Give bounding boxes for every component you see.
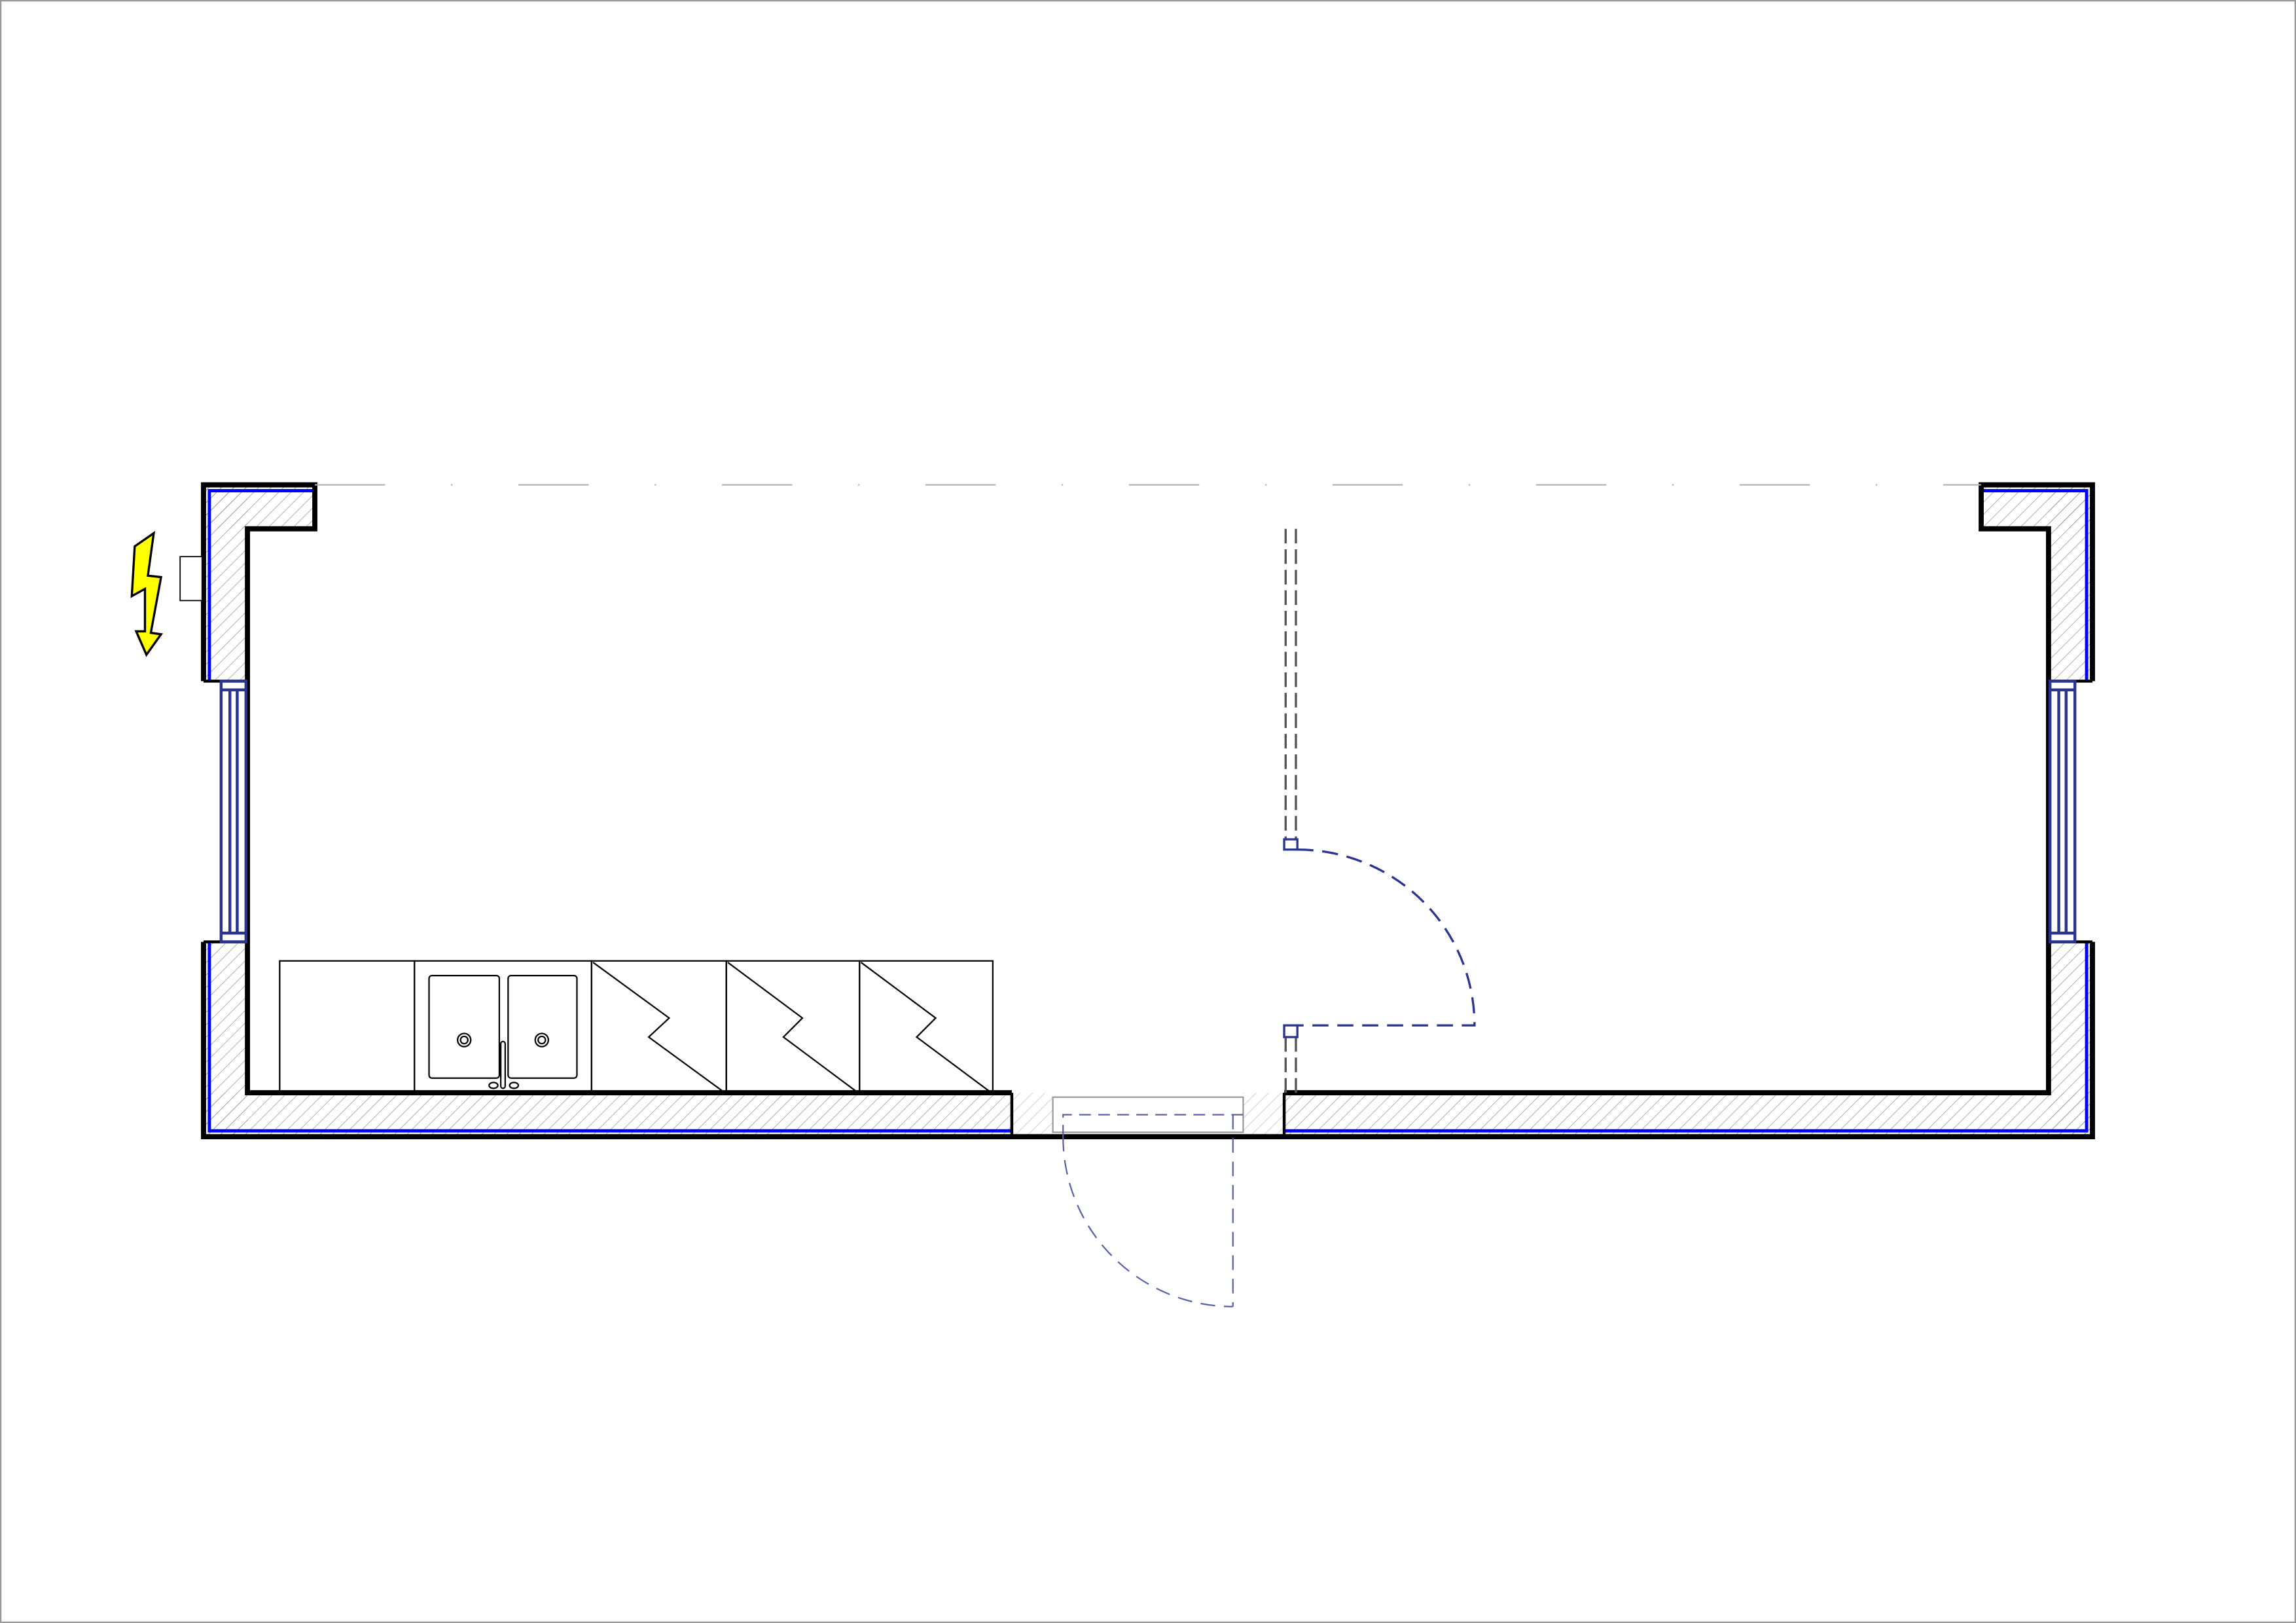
partition-wall xyxy=(1284,528,1297,1093)
kitchen-counter xyxy=(279,960,994,1094)
window-icon xyxy=(219,680,248,943)
wall-lining xyxy=(207,489,2089,1133)
lightning-bolt-icon xyxy=(130,530,164,657)
walls xyxy=(201,482,2095,1140)
wall-hatch xyxy=(203,484,2093,1137)
window-icon xyxy=(2048,680,2077,943)
power-box xyxy=(179,556,203,602)
entrance-door-icon xyxy=(1052,1096,1244,1307)
sink-icon xyxy=(428,974,578,1089)
appliance-symbols xyxy=(592,962,992,1093)
door-icon xyxy=(1283,838,1476,1038)
